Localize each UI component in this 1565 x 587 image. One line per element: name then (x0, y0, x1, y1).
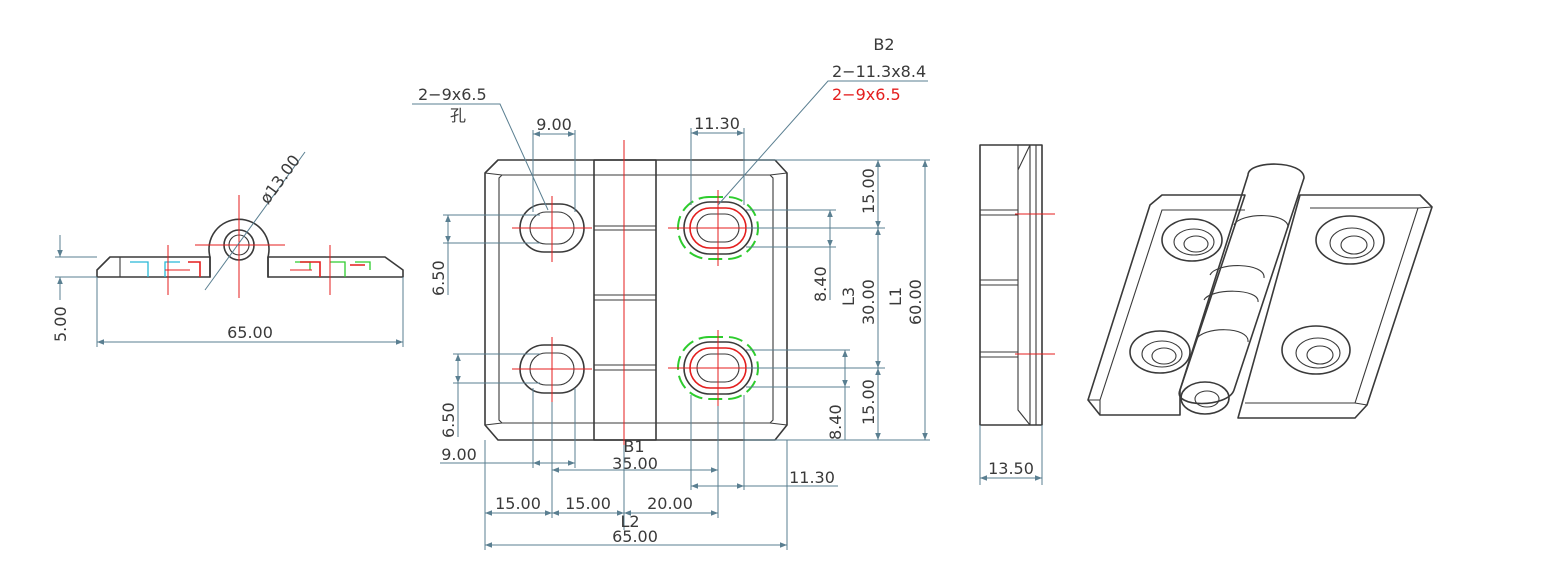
iso-view (1087, 163, 1433, 419)
iso-leaf-right (1237, 194, 1433, 419)
end-depth-label: 13.50 (988, 459, 1034, 478)
side-leaf-left (96, 256, 211, 278)
iso-hole-rt-in (1329, 227, 1375, 259)
front-b1-label: B1 (623, 437, 644, 456)
front-bottom-113: 11.30 (789, 468, 835, 487)
front-slot-w-left: 9.00 (536, 115, 572, 134)
iso-hole-rt (1315, 215, 1385, 265)
iso-leaf-right-edges (1245, 206, 1433, 406)
front-b2-label: B2 (873, 35, 894, 54)
front-slot-w-right: 11.30 (694, 114, 740, 133)
front-right-callout-2: 2−9x6.5 (832, 85, 901, 104)
side-thickness-label: 5.00 (51, 306, 70, 342)
iso-hole-lt (1161, 218, 1223, 262)
iso-hole-rb-core (1306, 345, 1334, 365)
front-l1-value: 60.00 (906, 279, 925, 325)
front-seg2: 15.00 (565, 494, 611, 513)
front-bottom-9: 9.00 (441, 445, 477, 464)
front-l2-label: L2 (620, 512, 639, 531)
front-l3-label: L3 (839, 287, 858, 306)
side-width-label: 65.00 (227, 323, 273, 342)
front-l2-value: 65.00 (612, 527, 658, 546)
front-left-callout-1: 2−9x6.5 (418, 85, 487, 104)
front-b1-value: 35.00 (612, 454, 658, 473)
end-view: 13.50 (979, 144, 1055, 485)
side-dia-label: ø13.00 (256, 151, 304, 207)
front-right-b-h: 8.40 (811, 266, 830, 302)
front-chamfer-2 (769, 172, 788, 176)
front-l3-value: 30.00 (859, 279, 878, 325)
front-left-callout-leader (412, 103, 549, 211)
iso-hole-rt-core (1340, 235, 1368, 255)
front-seg3: 20.00 (647, 494, 693, 513)
side-dia-leader (204, 151, 306, 291)
side-leaf-right (267, 256, 404, 278)
front-left-h-bot: 6.50 (439, 402, 458, 438)
iso-hole-rb (1281, 325, 1351, 375)
front-chamfer-1 (484, 172, 503, 176)
side-view: ø13.00 5.00 65.00 (51, 151, 404, 347)
front-right-bot-84: 8.40 (826, 404, 845, 440)
iso-hole-lb-in (1141, 340, 1183, 368)
iso-leaf-left-edges (1088, 194, 1245, 415)
iso-hole-lb-core (1151, 347, 1177, 365)
iso-leaf-left (1087, 194, 1246, 416)
front-right-callout-leader (717, 80, 928, 206)
front-right-callout-1: 2−11.3x8.4 (832, 62, 926, 81)
iso-hole-rb-in (1295, 337, 1341, 369)
front-right-bot-15: 15.00 (859, 379, 878, 425)
front-view: 2−9x6.5 孔 B2 2−11.3x8.4 2−9x6.5 9.00 11.… (412, 35, 930, 550)
end-edges (1017, 144, 1037, 426)
front-right-top: 15.00 (859, 168, 878, 214)
front-chamfer-3 (484, 422, 503, 426)
iso-pin-hole (1194, 390, 1220, 408)
iso-pin-end (1180, 381, 1230, 415)
iso-hole-lt-in (1173, 228, 1215, 256)
side-red-features (188, 261, 365, 277)
front-seg1: 15.00 (495, 494, 541, 513)
iso-knuckle (1178, 163, 1305, 405)
side-hidden-left (130, 261, 180, 277)
front-inner-outline (498, 174, 774, 424)
front-left-callout-2: 孔 (450, 106, 466, 125)
front-left-h-top: 6.50 (429, 260, 448, 296)
iso-hole-lb (1129, 330, 1191, 374)
front-l1-label: L1 (886, 287, 905, 306)
iso-hole-lt-core (1183, 235, 1209, 253)
iso-knuckle-segs (1195, 215, 1289, 343)
front-chamfer-4 (769, 422, 788, 426)
